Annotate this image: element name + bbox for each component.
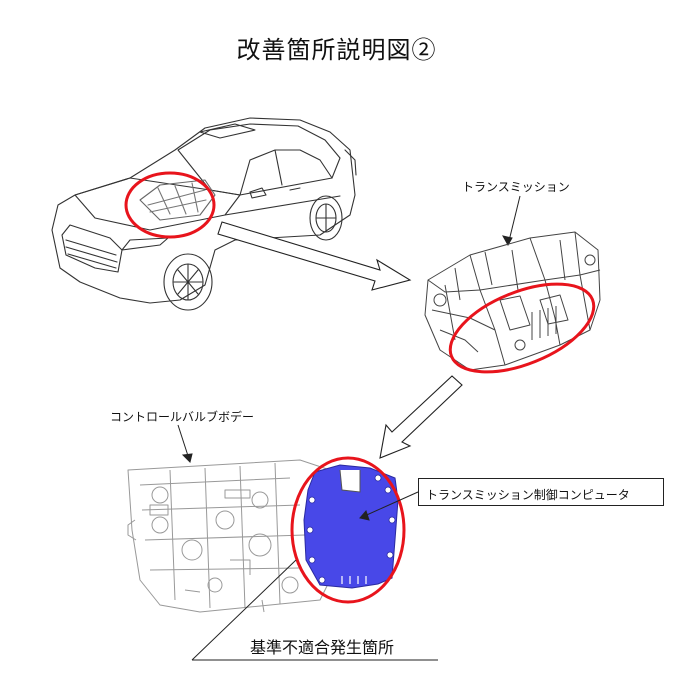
valve-body-illustration [127, 459, 341, 613]
tcm-highlight-ring [290, 456, 406, 604]
hollow-arrow-icon [217, 221, 412, 291]
page-title: 改善箇所説明図② [236, 36, 437, 64]
transmission-highlight-ring [448, 282, 596, 374]
defect-site-leader [191, 559, 438, 661]
tcm-label-box [418, 478, 664, 506]
defect-site-label: 基準不適合発生箇所 [250, 638, 395, 657]
vehicle-illustration [51, 117, 357, 311]
control-valve-body-label: コントロールバルブボデー [110, 410, 255, 424]
tcm-label: トランスミッション制御コンピュータ [426, 488, 630, 502]
transmission-label: トランスミッション [462, 180, 570, 194]
vehicle-transmission-highlight-ring [124, 171, 216, 239]
transmission-illustration [424, 231, 601, 371]
valve-body-leader-arrow [177, 424, 193, 463]
tcm-illustration [303, 464, 399, 589]
transmission-leader-arrow [502, 195, 521, 247]
hollow-arrow-icon [379, 375, 463, 459]
tcm-leader-arrow [359, 491, 419, 521]
